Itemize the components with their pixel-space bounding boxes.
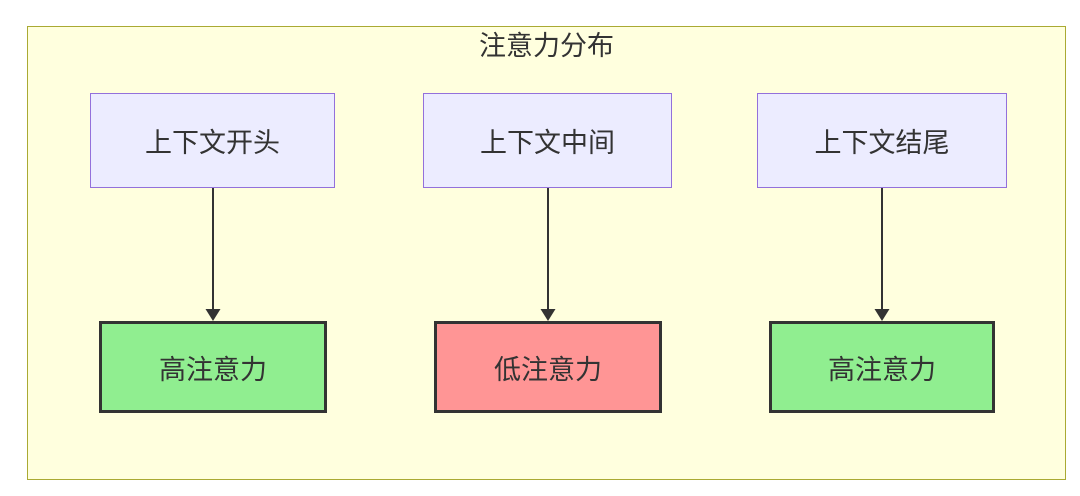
node-high-attention-right: 高注意力	[769, 321, 995, 413]
node-context-end: 上下文结尾	[757, 93, 1007, 188]
node-context-middle: 上下文中间	[423, 93, 672, 188]
node-context-start-label: 上下文开头	[145, 128, 280, 158]
node-low-attention: 低注意力	[434, 321, 662, 413]
node-high-attention-right-label: 高注意力	[828, 354, 936, 385]
node-context-start: 上下文开头	[90, 93, 335, 188]
node-context-end-label: 上下文结尾	[814, 128, 950, 158]
node-context-middle-label: 上下文中间	[480, 128, 615, 158]
node-high-attention-left-label: 高注意力	[159, 354, 267, 385]
node-high-attention-left: 高注意力	[99, 321, 327, 413]
diagram-title: 注意力分布	[479, 31, 614, 61]
node-low-attention-label: 低注意力	[494, 354, 602, 385]
